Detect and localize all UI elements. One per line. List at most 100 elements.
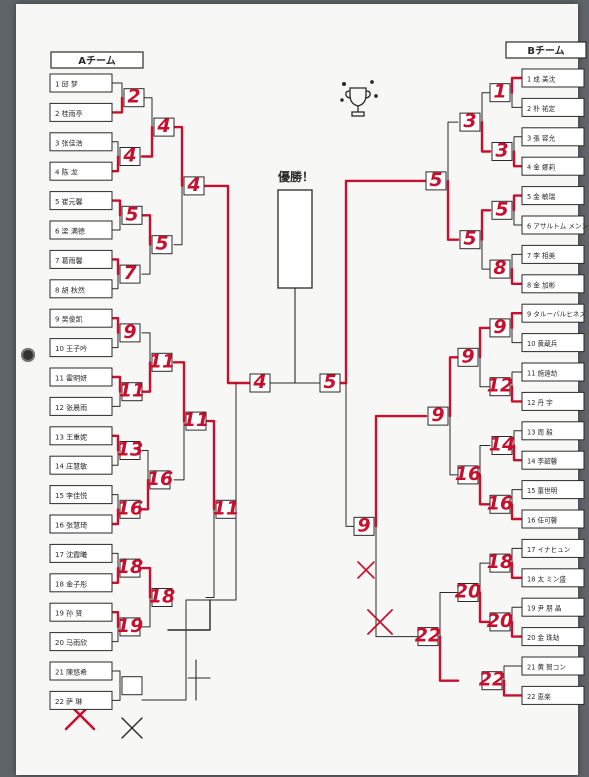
b-r2-m5: 20: [455, 581, 481, 603]
player-b-name: 13 周 毅: [527, 427, 553, 436]
player-a-name: 15 李佳悦: [55, 491, 87, 500]
a-r3-m1-win: [174, 127, 182, 186]
player-a-name: 6 梁 满德: [55, 227, 85, 236]
a-r1-m4: 7: [123, 262, 137, 284]
a-semi-win: [206, 421, 214, 509]
b-to-final-line: [340, 181, 426, 383]
a-r1-m7: 13: [117, 439, 143, 461]
a-r2-m2: 5: [155, 233, 168, 255]
b-r3-m3-win: [440, 637, 458, 681]
b-r1-m9-line: [512, 548, 522, 577]
a-r1-m11-line: [112, 671, 120, 700]
player-b-name: 20 金 珠劫: [527, 633, 560, 642]
player-b-name: 10 黄蔵兵: [527, 339, 558, 348]
bracket-marks: 2457911131618194511161841111413589121416…: [117, 81, 515, 691]
b-r1-m6-win: [512, 387, 522, 402]
b-r2-m6-win: [504, 681, 522, 696]
player-a-name: 4 陈 龙: [55, 168, 78, 177]
b-r3-m1: 5: [429, 169, 442, 191]
a-r1-m11-box: [122, 677, 142, 695]
b-r1-m5: 9: [493, 316, 506, 338]
player-a-name: 9 吴俊凯: [55, 315, 83, 324]
a-semi: 11: [213, 497, 239, 519]
b-r1-m8-win: [512, 504, 522, 519]
player-b-name: 12 丹 宇: [527, 398, 553, 407]
b-r1-m1-win: [512, 78, 522, 93]
b-r1-m3-win: [514, 196, 522, 211]
player-a-name: 13 王重妮: [55, 432, 87, 441]
final-right: 5: [323, 371, 336, 393]
player-a-name: 7 葛雨馨: [55, 256, 83, 265]
b-r1-m3: 5: [495, 198, 508, 220]
player-b-name: 19 尹 朋 晶: [527, 605, 562, 613]
champion-box: [278, 190, 312, 288]
b-r3-m2-win: [450, 357, 458, 416]
a-r2-m2-win: [142, 215, 150, 244]
b-r2-m4: 16: [455, 463, 481, 485]
player-b-name: 2 朴 祐定: [527, 104, 556, 113]
b-r2-m3: 9: [461, 345, 474, 367]
a-r1-m2: 4: [122, 145, 136, 167]
player-b-name: 7 李 相美: [527, 251, 556, 260]
player-a-name: 11 霍明妍: [55, 374, 87, 383]
a-r1-m1-line: [112, 83, 122, 112]
player-a-name: 19 孙 贤: [55, 609, 82, 618]
b-r1-m5-line: [512, 313, 522, 342]
b-r2-m1-win: [482, 122, 490, 151]
final-connector: [270, 288, 320, 383]
player-a-name: 12 张晨雨: [55, 403, 87, 412]
b-r1-m9-win: [512, 563, 522, 578]
a-r2-m3: 11: [149, 350, 175, 372]
player-b-name: 6 アサルトム メンンホー: [527, 223, 589, 231]
b-r1-m8-line: [512, 490, 522, 519]
player-b-name: 8 金 加彬: [527, 280, 556, 289]
player-a-name: 20 马雨欣: [55, 638, 87, 647]
b-lower-spine: [346, 383, 354, 526]
b-r2-m1: 3: [463, 110, 476, 132]
b-r1-m10-win: [512, 622, 522, 637]
b-r1-m1: 1: [493, 81, 506, 103]
a-r1-m9: 18: [117, 556, 143, 578]
a-r1-m2-win: [112, 157, 118, 172]
b-semi-win: [376, 416, 426, 526]
a-r1-m5-win: [112, 318, 118, 333]
a-r1-m10: 19: [117, 615, 143, 637]
player-b-name: 3 張 容允: [527, 133, 556, 142]
player-a-name: 17 沈霞曦: [55, 550, 87, 559]
b-r1-m7: 14: [489, 434, 515, 456]
b-r2-m6: 22: [479, 669, 505, 691]
b-semi: 9: [357, 514, 370, 536]
cross-out-mark: [368, 610, 392, 634]
b-r1-m2-win: [514, 152, 522, 167]
b-r2-m6-line: [504, 666, 522, 695]
player-a-name: 1 邱 梦: [55, 81, 78, 89]
player-a-name: 2 桂雨亭: [55, 109, 83, 118]
player-b-name: 14 李韶馨: [527, 457, 558, 466]
b-r1-m10-line: [512, 607, 522, 636]
player-a-name: 18 金子彤: [55, 579, 87, 588]
a-r2-m1-win: [142, 127, 152, 156]
player-b-name: 22 恵楽: [527, 692, 551, 701]
b-r3-m3-line: [440, 593, 458, 681]
player-b-name: 9 タルーバルヒネズ: [527, 310, 586, 319]
a-r1-m1: 2: [127, 86, 140, 108]
team-a-title: Aチーム: [78, 55, 115, 67]
b-r1-m2: 3: [495, 140, 508, 162]
b-r1-m10: 20: [487, 610, 513, 632]
b-r3-m1-win: [448, 181, 458, 240]
champion-label: 優勝！: [277, 169, 314, 184]
a-r3-m1: 4: [186, 174, 200, 196]
b-r3-m2: 9: [431, 404, 444, 426]
a-r3-m2: 11: [183, 409, 209, 431]
player-a-name: 10 王子吟: [55, 344, 87, 353]
b-r2-m3-win: [480, 328, 490, 357]
player-a-name: 14 庄慧敏: [55, 462, 87, 471]
b-r1-m6-line: [512, 372, 522, 401]
a-r1-m6: 11: [119, 380, 145, 402]
a-r2-m5: 18: [149, 586, 175, 608]
b-r3-m1-line: [448, 122, 458, 240]
b-semi-line: [376, 416, 426, 636]
b-r1-m1-line: [512, 78, 522, 107]
b-r1-m4-win: [512, 269, 522, 284]
